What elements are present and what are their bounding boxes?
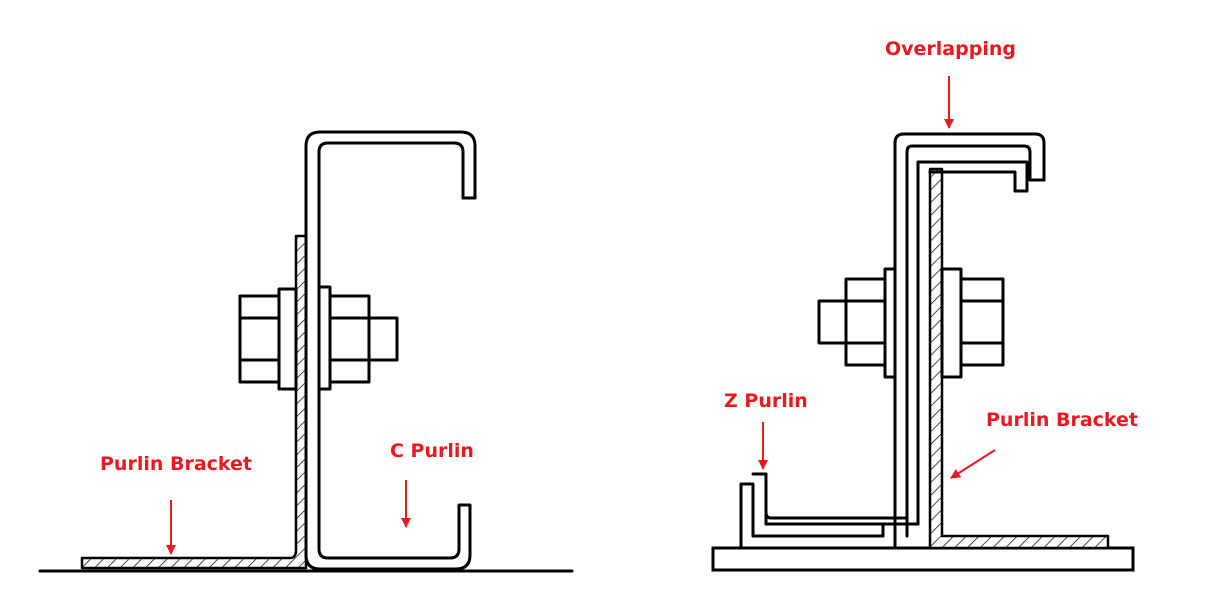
left-label-c-purlin: C Purlin [390, 440, 474, 462]
right-purlin-bracket [928, 167, 1110, 550]
right-label-purlin-bracket: Purlin Bracket [986, 409, 1138, 431]
right-z-purlin-diagram: Overlapping Z Purlin Purlin Bracket [711, 38, 1138, 572]
left-label-purlin-bracket: Purlin Bracket [100, 453, 252, 475]
left-c-purlin-diagram: Purlin Bracket C Purlin [38, 130, 574, 573]
left-bolt-head [238, 287, 298, 391]
c-purlin-outer [304, 130, 477, 571]
right-base-plate [711, 546, 1135, 572]
right-bolt-head [817, 267, 897, 379]
c-purlin-inner [317, 141, 465, 560]
z-purlin-inner [905, 144, 1032, 538]
z-purlin-outer [739, 132, 1046, 550]
right-arrow-purlin-bracket [950, 449, 996, 479]
left-purlin-bracket [80, 234, 308, 570]
right-label-z-purlin: Z Purlin [724, 390, 808, 412]
right-nut [940, 267, 1005, 379]
left-nut [317, 285, 399, 391]
right-label-overlapping: Overlapping [885, 38, 1016, 60]
